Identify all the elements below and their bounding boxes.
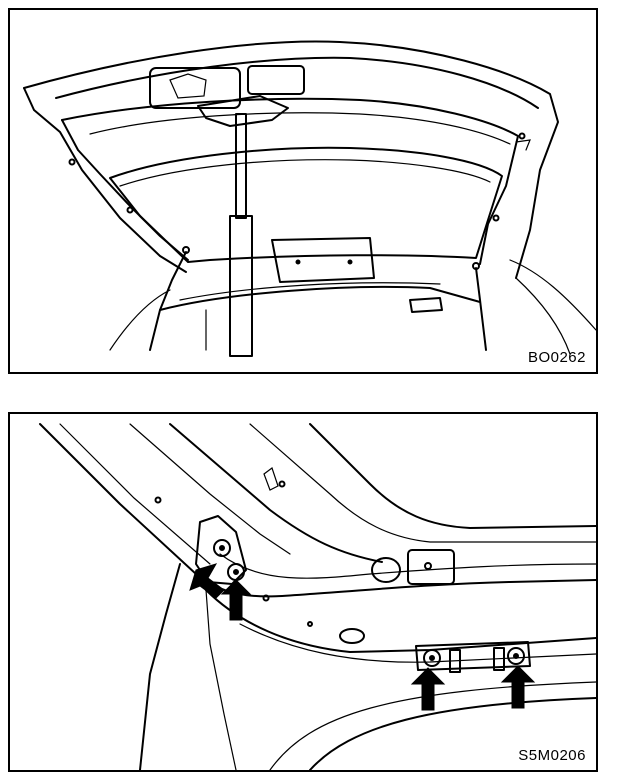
lid-inner-frame-lower — [61, 119, 189, 261]
roof-rail — [309, 423, 596, 529]
panel-plate — [407, 549, 455, 585]
support-rod-bracket — [197, 95, 289, 127]
bolt-right-b — [507, 647, 525, 665]
trunk-lid-drawing — [23, 40, 596, 357]
support-rod-lower — [229, 215, 253, 357]
arrow-icon — [220, 579, 252, 621]
right-hinge-arm — [475, 267, 487, 351]
lid-handle-recess — [247, 65, 305, 95]
panel-hole-left — [371, 557, 401, 583]
hinge-bracket-right — [415, 641, 531, 671]
body-latch-bracket — [409, 297, 443, 313]
figure-code: S5M0206 — [518, 747, 586, 764]
bolt-upper — [213, 539, 231, 557]
figure-mounting-bolts: S5M0206 — [8, 412, 598, 772]
hinge-bracket-left — [195, 515, 247, 585]
inner-panel-lower — [205, 589, 596, 653]
arrow-icon — [410, 667, 446, 711]
pillar-outer — [39, 423, 207, 591]
panel-hole-lower — [339, 628, 365, 644]
support-rod-upper — [235, 113, 247, 219]
bolt-right-a — [423, 649, 441, 667]
lid-inner-frame — [61, 97, 519, 265]
lid-latch-recess — [149, 67, 241, 109]
arrow-icon — [500, 665, 536, 709]
mounting-bolts-drawing — [39, 423, 596, 770]
figure-trunk-lid-support: BO0262 — [8, 8, 598, 374]
lid-top-inner-rim — [55, 56, 539, 109]
figure-code: BO0262 — [527, 349, 586, 366]
body-opening-rim — [159, 285, 481, 311]
left-hinge-arm — [149, 251, 187, 351]
arrow-icon — [189, 563, 225, 599]
lid-outer-edge — [23, 40, 559, 279]
lid-center-pad — [271, 237, 375, 283]
lid-left-edge — [23, 87, 187, 273]
lid-window-opening — [109, 146, 503, 263]
